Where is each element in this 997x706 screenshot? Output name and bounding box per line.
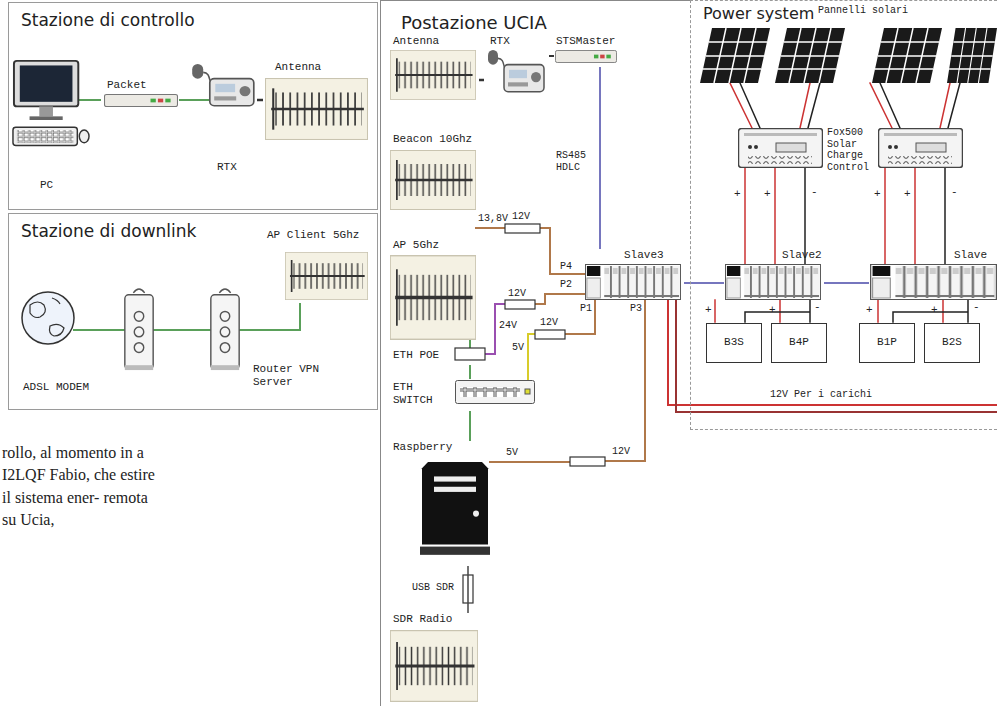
wire-connector	[469, 365, 471, 379]
device-label: B1P	[860, 336, 914, 349]
device-label: AP 5Ghz	[393, 239, 439, 252]
wire-label: -	[811, 186, 818, 199]
device-label: PC	[40, 179, 53, 192]
wire-label: 24V	[499, 320, 517, 332]
poe-injector: ETH POE	[389, 347, 489, 365]
device-label: ADSL MODEM	[23, 381, 89, 394]
wire-label: +	[904, 188, 911, 201]
wire-label: 12V	[540, 317, 558, 329]
wire-label: -	[973, 301, 980, 314]
antenna-icon: Antenna	[389, 35, 479, 105]
wire-label: +	[931, 304, 938, 317]
device-label: Antenna	[393, 35, 439, 48]
slave-module: Slave	[869, 249, 997, 304]
radio-icon: RTX	[484, 35, 549, 105]
battery: B4P	[771, 323, 827, 363]
panel-heading: Postazione UCIA	[401, 13, 547, 34]
packet-modem: Packet	[101, 79, 179, 111]
station-panel: Stazione di downlinkADSL MODEM Router VPN…	[8, 213, 378, 410]
wire-connector	[549, 55, 554, 57]
wire-connector	[479, 79, 484, 82]
wire-connector	[469, 411, 471, 441]
wire-label: 5V	[512, 342, 524, 354]
pc-icon: PC	[16, 53, 86, 193]
antenna-icon: Antenna	[263, 61, 371, 145]
wire-label: -	[951, 186, 958, 199]
device-label: AP Client 5Ghz	[267, 229, 359, 242]
wire-label: P2	[560, 279, 572, 291]
antenna-icon: Beacon 10Ghz	[389, 133, 479, 215]
wire-label: +	[866, 304, 873, 317]
wire-connector	[169, 329, 206, 331]
wire-label: -	[814, 301, 821, 314]
device-label: SDR Radio	[393, 613, 452, 626]
wire-label: 12V	[508, 288, 526, 300]
device-label: Slave2	[782, 249, 822, 262]
wire-label: +	[705, 304, 712, 317]
antenna-icon: AP 5Ghz	[389, 239, 479, 343]
device-label: B3S	[707, 336, 761, 349]
slave-module: Slave2	[724, 249, 824, 304]
wire-label: +	[874, 188, 881, 201]
site-panel: Postazione UCIAAntenna RTX STSMasterBeacon…	[380, 0, 690, 706]
device-label: Slave	[954, 249, 987, 262]
device-label: STSMaster	[556, 35, 615, 48]
slave-module: Slave3	[584, 249, 684, 304]
panel-heading: Stazione di downlink	[21, 222, 196, 242]
modem-icon: ADSL MODEM	[99, 283, 169, 393]
ethernet-switch: ETH SWITCH	[389, 379, 539, 411]
wire-label: 5V	[506, 447, 518, 459]
raspberry-computer: Raspberry	[389, 441, 499, 566]
wire-label: USB SDR	[412, 582, 454, 594]
device-label: B4P	[772, 336, 826, 349]
charge-controller: Fox500 Solar Charge Control	[737, 127, 827, 171]
device-label: Packet	[107, 79, 147, 92]
battery: B2S	[924, 323, 980, 363]
wire-connector	[467, 566, 469, 613]
device-label: Beacon 10Ghz	[393, 133, 472, 146]
device-label: Raspberry	[393, 441, 452, 454]
panel-heading: Stazione di controllo	[21, 11, 195, 31]
station-panel: Stazione di controlloPC PacketRTX Antenna	[8, 2, 378, 210]
wire-label: Pannelli solari	[818, 5, 908, 17]
body-text: rollo, al momento in a I2LQF Fabio, che …	[2, 442, 162, 532]
device-label: Slave3	[624, 249, 664, 262]
wire-connector	[824, 282, 869, 284]
wire-label: 12V	[612, 446, 630, 458]
wire-connector	[86, 99, 101, 101]
device-label: ETH POE	[393, 349, 439, 362]
radio-icon: RTX	[197, 53, 257, 178]
controller-box: STSMaster	[554, 35, 620, 67]
bus-label: RS485 HDLC	[556, 150, 596, 173]
power-panel: Power systemFox500 Solar Charge ControlS…	[690, 0, 997, 430]
wire-label: P3	[630, 303, 642, 315]
device-label: ETH SWITCH	[393, 381, 443, 406]
wire-label: 12V	[512, 211, 530, 223]
antenna-icon: SDR Radio	[389, 613, 481, 705]
wire-connector	[257, 99, 263, 102]
wire-label: +	[764, 188, 771, 201]
device-label: Router VPN Server	[253, 363, 329, 388]
antenna-icon: AP Client 5Ghz	[263, 229, 371, 303]
battery: B3S	[706, 323, 762, 363]
wire-label: +	[734, 188, 741, 201]
battery: B1P	[859, 323, 915, 363]
device-label: RTX	[217, 161, 237, 174]
panel-heading: Power system	[703, 5, 814, 23]
device-label: Antenna	[275, 61, 321, 74]
device-label: Fox500 Solar Charge Control	[827, 127, 877, 173]
wire-label: 12V Per i carichi	[770, 389, 872, 401]
wire-label: 13,8V	[478, 213, 508, 225]
wire-label: P1	[580, 303, 592, 315]
wire-label: P4	[560, 261, 572, 273]
wire-label: +	[769, 304, 776, 317]
device-label: RTX	[490, 35, 510, 48]
router-icon: Router VPN Server	[206, 283, 251, 393]
wire-connector	[251, 303, 300, 330]
wire-connector	[599, 67, 601, 249]
wire-connector	[179, 99, 197, 101]
device-label: B2S	[925, 336, 979, 349]
